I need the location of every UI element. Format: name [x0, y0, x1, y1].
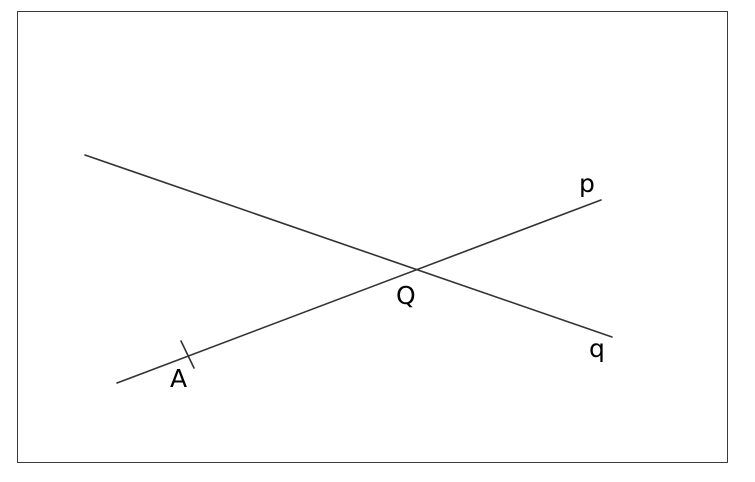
- point-label-a: A: [170, 364, 188, 393]
- line-label-q: q: [589, 334, 605, 363]
- diagram-frame-border: [17, 11, 728, 463]
- line-q: [84, 154, 613, 338]
- point-a-tick-mark: [180, 340, 195, 369]
- line-label-p: p: [579, 169, 595, 198]
- line-p: [116, 199, 602, 384]
- point-label-q-intersection: Q: [396, 281, 416, 310]
